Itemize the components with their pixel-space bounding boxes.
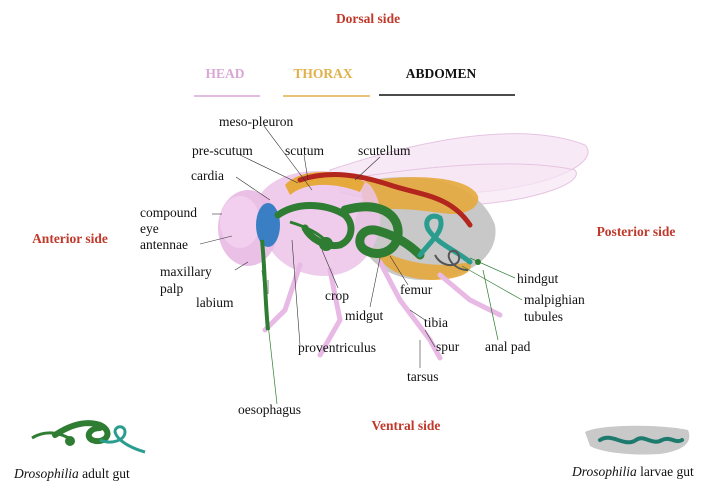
- anterior-side-label: Anterior side: [32, 231, 108, 246]
- section-abdomen-label: ABDOMEN: [406, 66, 477, 81]
- label-tubules: tubules: [524, 309, 563, 324]
- crop-blue: [256, 203, 280, 247]
- label-scutellum: scutellum: [358, 143, 411, 158]
- label-anal-pad: anal pad: [485, 339, 531, 354]
- dorsal-side-label: Dorsal side: [336, 11, 400, 26]
- caption-larvae-rest: larvae gut: [637, 464, 694, 479]
- caption-adult-rest: adult gut: [79, 466, 130, 481]
- label-antennae: antennae: [140, 237, 188, 252]
- label-oesophagus: oesophagus: [238, 402, 301, 417]
- posterior-side-label: Posterior side: [597, 224, 676, 239]
- caption-larvae-gut: Drosophilia larvae gut: [571, 464, 694, 479]
- label-eye: eye: [140, 221, 159, 236]
- label-crop: crop: [325, 288, 349, 303]
- label-midgut: midgut: [345, 308, 384, 323]
- label-hindgut: hindgut: [517, 271, 559, 286]
- section-head-label: HEAD: [205, 66, 244, 81]
- label-compound: compound: [140, 205, 197, 220]
- crop-sac: [319, 237, 333, 251]
- label-meso-pleuron: meso-pleuron: [219, 114, 293, 129]
- label-cardia: cardia: [191, 168, 224, 183]
- label-proventriculus: proventriculus: [298, 340, 376, 355]
- larvae-gut-thumbnail: [585, 426, 689, 455]
- label-femur: femur: [400, 282, 433, 297]
- label-labium: labium: [196, 295, 234, 310]
- label-pre-scutum: pre-scutum: [192, 143, 253, 158]
- section-thorax-label: THORAX: [293, 66, 353, 81]
- section-legend: HEAD THORAX ABDOMEN: [194, 66, 515, 96]
- compound-eye: [220, 196, 260, 248]
- label-malpighian: malpighian: [524, 292, 585, 307]
- fly-illustration: [218, 134, 588, 358]
- adult-gut-thumbnail: [32, 423, 145, 452]
- label-tarsus: tarsus: [407, 369, 439, 384]
- label-maxillary: maxillary: [160, 264, 212, 279]
- caption-adult-gut: Drosophilia adult gut: [13, 466, 130, 481]
- label-palp: palp: [160, 281, 183, 296]
- anal-pad-point: [475, 259, 481, 265]
- caption-adult-italic: Drosophilia: [13, 466, 79, 481]
- label-spur: spur: [436, 339, 460, 354]
- label-tibia: tibia: [424, 315, 448, 330]
- caption-larvae-italic: Drosophilia: [571, 464, 637, 479]
- ventral-side-label: Ventral side: [372, 418, 441, 433]
- label-scutum: scutum: [285, 143, 324, 158]
